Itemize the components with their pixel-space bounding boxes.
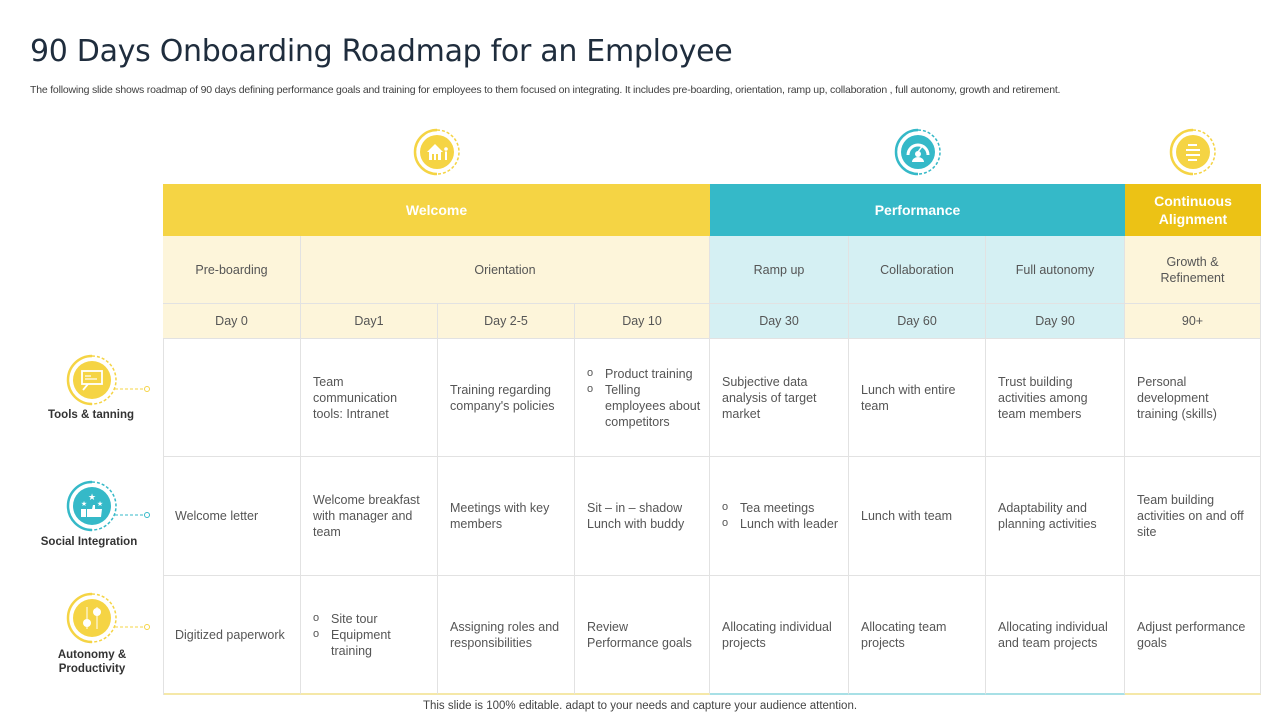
cell-autonomy-90plus: Adjust performance goals — [1125, 576, 1261, 695]
bullet-item: Equipment training — [313, 626, 429, 659]
thumbs-up-stars-icon: ★ ★ ★ — [66, 480, 156, 536]
day-label: Day 10 — [575, 304, 710, 339]
cell-tools-day1: Team communication tools: Intranet — [301, 339, 438, 457]
cell-social-day10: Sit – in – shadow Lunch with buddy — [575, 457, 710, 576]
day-label: Day 0 — [163, 304, 301, 339]
day-label: Day1 — [301, 304, 438, 339]
day-label: 90+ — [1125, 304, 1261, 339]
roadmap-table: Welcome Performance Continuous Alignment… — [163, 184, 1261, 695]
svg-text:★: ★ — [97, 500, 103, 508]
cell-autonomy-day1: Site tour Equipment training — [301, 576, 438, 695]
cell-tools-day90: Trust building activities among team mem… — [986, 339, 1125, 457]
phase-header-continuous-alignment: Continuous Alignment — [1125, 184, 1261, 236]
phase-header-performance: Performance — [710, 184, 1125, 236]
bullet-item: Tea meetings — [722, 499, 838, 516]
bullet-item: Lunch with leader — [722, 515, 838, 532]
cell-tools-90plus: Personal development training (skills) — [1125, 339, 1261, 457]
cell-autonomy-day30: Allocating individual projects — [710, 576, 849, 695]
svg-text:★: ★ — [88, 493, 96, 503]
stage-collaboration: Collaboration — [849, 236, 986, 304]
bullet-list: Product training Telling employees about… — [587, 365, 701, 430]
cell-social-day60: Lunch with team — [849, 457, 986, 576]
bullet-item: Site tour — [313, 610, 429, 627]
cell-tools-day2-5: Training regarding company's policies — [438, 339, 575, 457]
cell-autonomy-day60: Allocating team projects — [849, 576, 986, 695]
row-label-tools: Tools & tanning — [47, 409, 135, 421]
day-label: Day 2-5 — [438, 304, 575, 339]
row-label-autonomy: Autonomy & Productivity — [57, 649, 127, 675]
day-label: Day 90 — [986, 304, 1125, 339]
day-label: Day 30 — [710, 304, 849, 339]
cell-tools-day0 — [163, 339, 301, 457]
page-subtitle: The following slide shows roadmap of 90 … — [30, 84, 1061, 96]
footer-note: This slide is 100% editable. adapt to yo… — [422, 700, 858, 712]
cell-autonomy-day10: Review Performance goals — [575, 576, 710, 695]
stage-ramp-up: Ramp up — [710, 236, 849, 304]
presentation-board-icon — [66, 354, 156, 410]
cell-tools-day10: Product training Telling employees about… — [575, 339, 710, 457]
cell-social-day90: Adaptability and planning activities — [986, 457, 1125, 576]
cell-social-day2-5: Meetings with key members — [438, 457, 575, 576]
cell-social-day30: Tea meetings Lunch with leader — [710, 457, 849, 576]
cell-tools-day60: Lunch with entire team — [849, 339, 986, 457]
grid-border — [163, 339, 164, 695]
house-icon — [413, 128, 461, 176]
cell-autonomy-day90: Allocating individual and team projects — [986, 576, 1125, 695]
cell-social-day0: Welcome letter — [163, 457, 301, 576]
bullet-item: Telling employees about competitors — [587, 381, 701, 430]
bullet-item: Product training — [587, 365, 701, 382]
day-label: Day 60 — [849, 304, 986, 339]
cell-social-day1: Welcome breakfast with manager and team — [301, 457, 438, 576]
page-title: 90 Days Onboarding Roadmap for an Employ… — [30, 34, 733, 69]
stage-pre-boarding: Pre-boarding — [163, 236, 301, 304]
bullet-list: Site tour Equipment training — [313, 610, 429, 659]
cell-autonomy-day2-5: Assigning roles and responsibilities — [438, 576, 575, 695]
stage-full-autonomy: Full autonomy — [986, 236, 1125, 304]
cell-autonomy-day0: Digitized paperwork — [163, 576, 301, 695]
speedometer-user-icon — [894, 128, 942, 176]
stage-orientation: Orientation — [301, 236, 710, 304]
svg-text:★: ★ — [81, 500, 87, 508]
stage-growth-refinement: Growth & Refinement — [1125, 236, 1261, 304]
row-label-social: Social Integration — [40, 536, 138, 548]
list-icon — [1169, 128, 1217, 176]
cell-social-90plus: Team building activities on and off site — [1125, 457, 1261, 576]
cell-tools-day30: Subjective data analysis of target marke… — [710, 339, 849, 457]
phase-header-welcome: Welcome — [163, 184, 710, 236]
switch-toggles-icon — [66, 592, 156, 648]
bullet-list: Tea meetings Lunch with leader — [722, 499, 838, 532]
